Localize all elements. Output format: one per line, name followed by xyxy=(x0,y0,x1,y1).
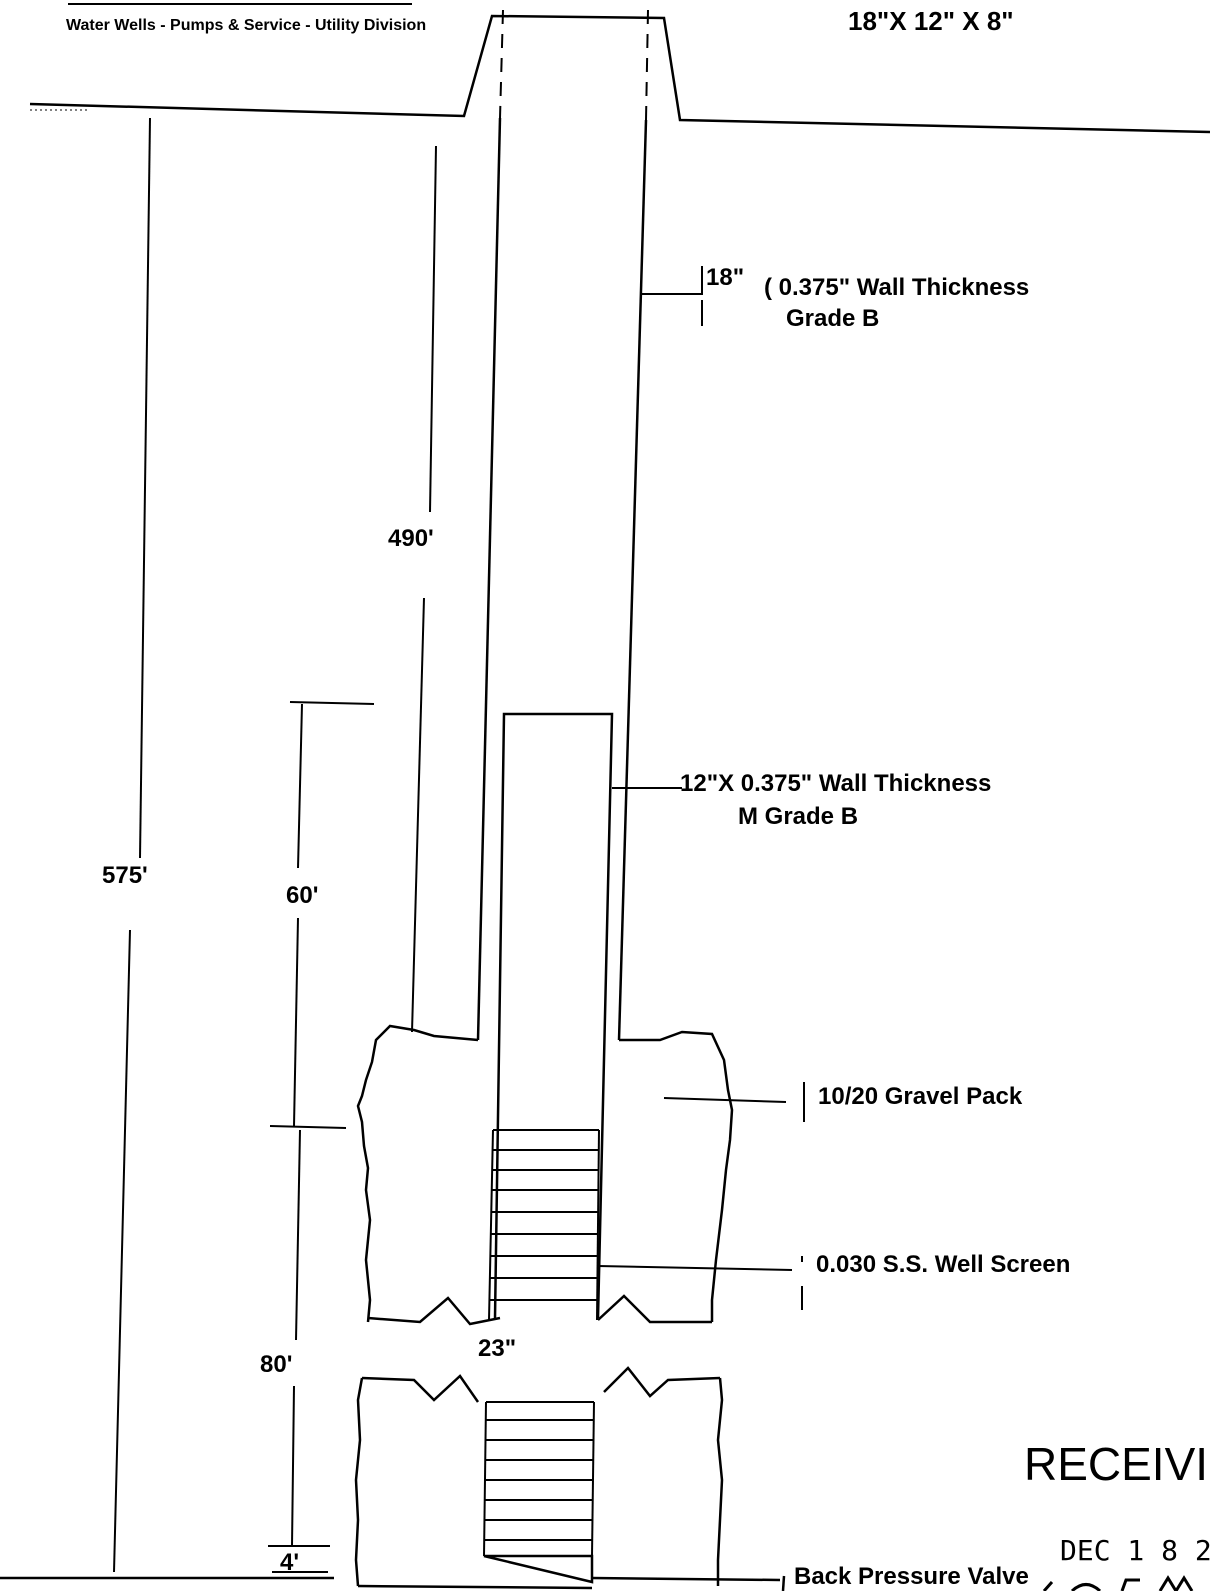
outer-casing-left xyxy=(476,117,502,1041)
break-line-upper-left xyxy=(367,1296,501,1326)
outer-casing-right xyxy=(617,119,648,1041)
bottom-section-label: 4' xyxy=(280,1549,299,1576)
borehole-right-wall-lower xyxy=(716,1377,724,1586)
inner-casing xyxy=(493,712,614,1319)
well-screen-upper xyxy=(488,1129,600,1321)
depth-490-line-upper xyxy=(429,145,437,513)
upper-section-label: 60' xyxy=(286,882,318,909)
depth-490-line-lower xyxy=(411,597,425,1033)
gravel-pack-leader xyxy=(663,1097,787,1103)
dim-60-line-upper xyxy=(297,703,303,869)
back-pressure-valve-label: Back Pressure Valve xyxy=(794,1563,1029,1590)
back-pressure-valve-shape xyxy=(483,1554,594,1584)
outer-casing-leader xyxy=(642,266,703,295)
received-stamp-date: DEC 1 8 20 xyxy=(1060,1534,1210,1567)
dim-60-bottom-tick xyxy=(269,1125,347,1129)
total-depth-label: 575' xyxy=(102,862,148,889)
well-screen-lower xyxy=(483,1401,595,1557)
received-stamp-cutoff-glyphs xyxy=(1042,1575,1194,1591)
dim-80-line-upper xyxy=(295,1129,301,1341)
dim-80-line-lower xyxy=(291,1385,295,1547)
borehole-right-wall-upper xyxy=(619,1030,734,1322)
well-screen-leader xyxy=(597,1265,793,1271)
break-line-lower-left xyxy=(361,1374,480,1403)
bottom-line-well xyxy=(357,1584,593,1590)
lower-section-label: 80' xyxy=(260,1351,292,1378)
dim-60-line-lower xyxy=(293,917,299,1127)
back-pressure-valve-tick xyxy=(781,1575,786,1591)
casing-sizes-title: 18"X 12" X 8" xyxy=(848,6,1014,36)
outer-casing-spec-1: ( 0.375" Wall Thickness xyxy=(764,274,1029,301)
inner-casing-spec-1: 12"X 0.375" Wall Thickness xyxy=(680,770,991,797)
break-line-lower-right xyxy=(603,1366,721,1398)
inner-casing-spec-2: M Grade B xyxy=(738,803,858,830)
borehole-left-wall-lower xyxy=(354,1377,364,1587)
depth-575-line-upper xyxy=(139,117,151,859)
depth-575-line-lower xyxy=(113,929,131,1573)
dim-60-top-tick xyxy=(289,701,375,705)
company-line: Water Wells - Pumps & Service - Utility … xyxy=(66,17,426,34)
gravel-pack-label: 10/20 Gravel Pack xyxy=(818,1083,1023,1110)
borehole-width-label: 23" xyxy=(478,1335,516,1362)
borehole-left-wall-upper xyxy=(356,1024,479,1323)
outer-casing-right-dashed xyxy=(645,9,649,121)
outer-casing-size-label: 18" xyxy=(706,264,744,291)
outer-casing-spec-2: Grade B xyxy=(786,305,879,332)
ground-surface-and-pad xyxy=(29,14,1210,134)
break-line-upper-right xyxy=(597,1294,712,1324)
well-screen-label: 0.030 S.S. Well Screen xyxy=(816,1251,1070,1278)
received-stamp-text: RECEIVI xyxy=(1024,1438,1208,1490)
casing-depth-label: 490' xyxy=(388,525,434,552)
back-pressure-valve-leader xyxy=(591,1576,781,1582)
outer-casing-left-dashed xyxy=(499,9,504,119)
